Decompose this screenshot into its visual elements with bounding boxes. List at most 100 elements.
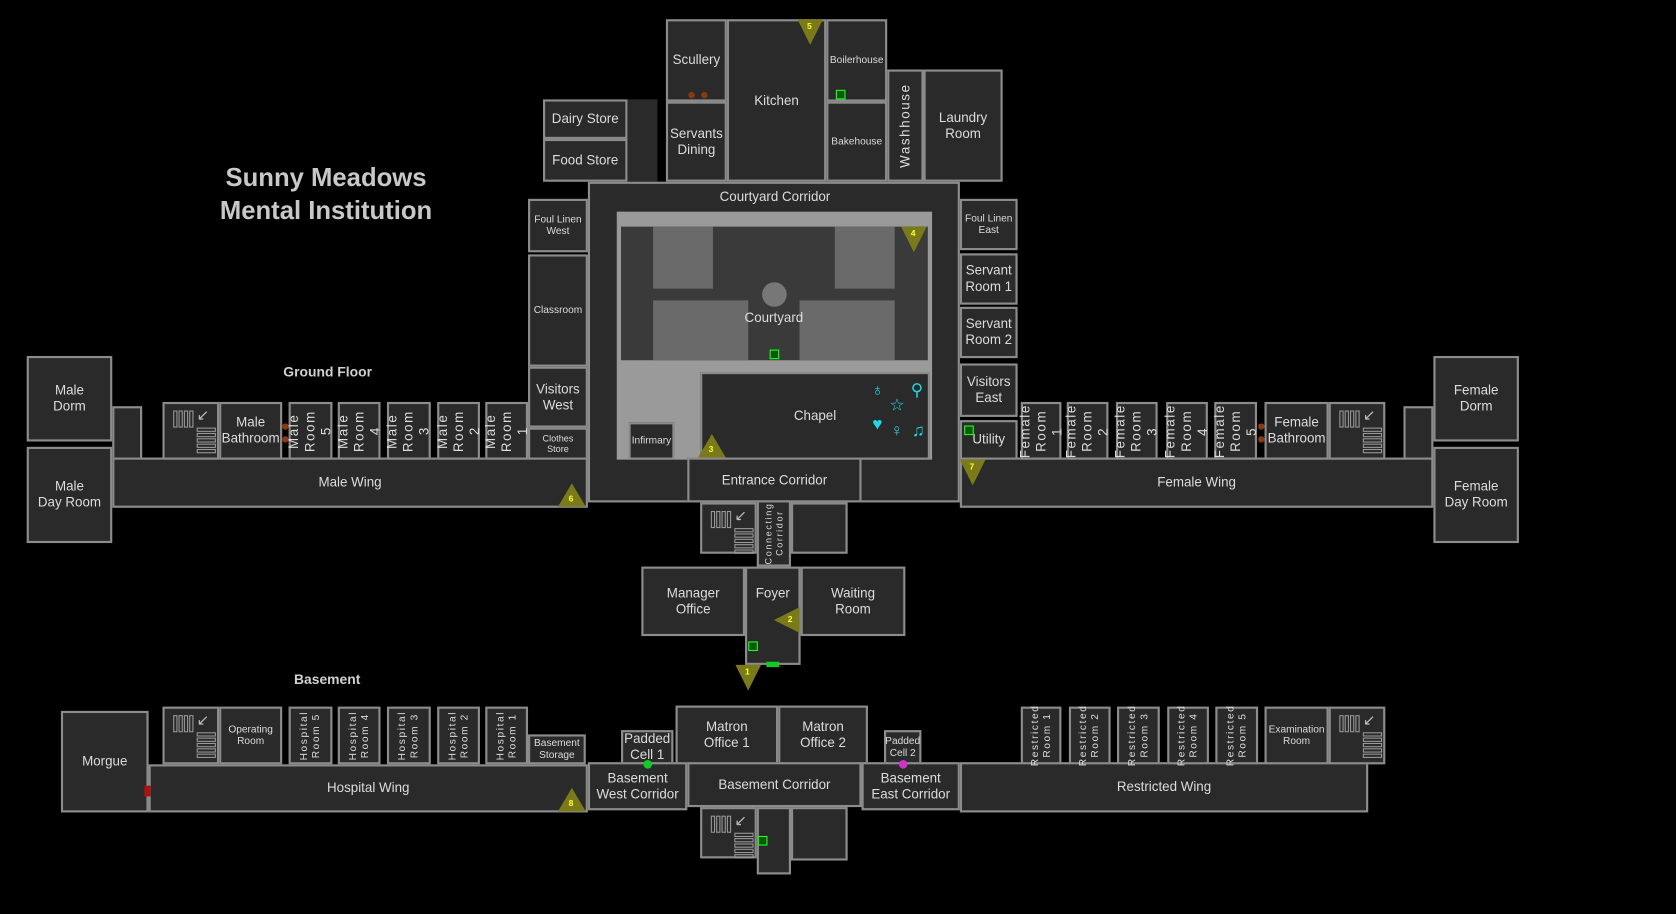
room-label: Servant Room 1: [965, 262, 1013, 294]
room-label: Hospital Room 5: [298, 710, 323, 761]
room-label: Basement Storage: [534, 737, 580, 762]
room-female-bathroom: Female Bathroom: [1264, 401, 1329, 460]
camera-2-icon[interactable]: 2: [773, 607, 800, 633]
room-label: Female Room 5: [1211, 403, 1259, 458]
room-restricted-wing: Restricted Wing: [959, 762, 1369, 813]
fuse-box-icon: [769, 349, 780, 360]
room-classroom: Classroom: [528, 254, 588, 367]
camera-7-icon[interactable]: 7: [959, 459, 986, 486]
camera-1-icon[interactable]: 1: [735, 664, 762, 691]
room-female-dorm: Female Dorm: [1433, 355, 1519, 442]
room-label: Male Room 4: [335, 409, 383, 452]
room-label: Female Dorm: [1453, 382, 1499, 414]
room-label: Restricted Wing: [1116, 779, 1212, 795]
ground-floor-label: Ground Floor: [283, 363, 373, 380]
room-basement-corridor: Basement Corridor: [687, 762, 862, 808]
male-wing-extension: [112, 406, 143, 460]
room-restricted-room-1: Restricted Room 1: [1020, 704, 1062, 767]
fuse-box-icon: [835, 89, 846, 100]
fuse-box-icon: [964, 425, 974, 436]
room-label: Connecting Corridor: [762, 502, 785, 565]
room-label: Manager Office: [666, 585, 720, 617]
room-operating-room: Operating Room: [219, 706, 283, 765]
room-label: Restricted Room 2: [1077, 704, 1102, 767]
female-stairs-icon: ↙: [1328, 401, 1386, 460]
room-label: Hospital Room 3: [396, 710, 421, 761]
room-male-room-1: Male Room 1: [482, 401, 530, 460]
room-matron-office-2: Matron Office 2: [778, 705, 868, 765]
room-label: Male Room 3: [384, 409, 432, 452]
room-foul-linen-east: Foul Linen East: [959, 198, 1018, 251]
room-female-room-1: Female Room 1: [1017, 401, 1064, 460]
room-hospital-room-2: Hospital Room 2: [437, 706, 480, 765]
room-label: Courtyard Corridor: [719, 188, 831, 204]
pentagram-icon: ☆: [889, 396, 905, 415]
room-hospital-room-4: Hospital Room 4: [337, 706, 381, 765]
voodoo-doll-icon: ♀: [890, 422, 904, 441]
stairs-arrow-icon: ↙: [1362, 406, 1376, 424]
camera-number: 3: [708, 444, 714, 455]
camera-3-icon[interactable]: 3: [697, 434, 726, 458]
room-servant-room-1: Servant Room 1: [959, 253, 1018, 305]
room-female-room-4: Female Room 4: [1163, 401, 1210, 460]
female-wing-extension: [1403, 406, 1434, 460]
camera-5-icon[interactable]: 5: [797, 19, 824, 45]
stairs-arrow-icon: ↙: [1362, 710, 1376, 728]
light-switch-icon: [1258, 423, 1265, 430]
room-restricted-room-3: Restricted Room 3: [1117, 705, 1160, 766]
camera-6-icon[interactable]: 6: [557, 483, 586, 507]
room-morgue: Morgue: [60, 710, 149, 813]
room-basement-east-corridor: Basement East Corridor: [861, 762, 960, 811]
room-label: Hospital Room 4: [346, 710, 371, 761]
room-label: Courtyard: [744, 310, 804, 325]
room-label: Female Bathroom: [1267, 414, 1326, 446]
room-label: Male Room 1: [482, 409, 530, 452]
room-scullery: Scullery: [665, 19, 727, 102]
room-label: Female Room 3: [1112, 403, 1160, 458]
camera-8-icon[interactable]: 8: [557, 787, 586, 812]
corridor-segment: [790, 502, 848, 554]
room-label: Servants Dining: [670, 125, 723, 157]
camera-number: 5: [807, 21, 812, 32]
room-female-wing: Female Wing: [959, 457, 1434, 508]
room-visitors-west: Visitors West: [528, 366, 588, 428]
room-kitchen: Kitchen: [726, 19, 827, 182]
room-label: Male Room 2: [434, 409, 482, 452]
room-male-wing: Male Wing: [112, 457, 588, 508]
room-infirmary: Infirmary: [628, 422, 675, 460]
room-label: Padded Cell 2: [885, 735, 921, 759]
room-laundry-room: Laundry Room: [923, 69, 1003, 182]
fountain-icon: [762, 282, 787, 307]
room-courtyard-corridor: Courtyard Corridor: [599, 184, 952, 210]
camera-number: 8: [568, 798, 574, 809]
room-clothes-store: Clothes Store: [528, 427, 588, 460]
camera-number: 2: [787, 614, 793, 625]
exit-door-icon: [766, 661, 780, 668]
room-label: Restricted Room 1: [1028, 704, 1053, 767]
room-hospital-wing: Hospital Wing: [148, 764, 588, 813]
room-female-room-2: Female Room 2: [1064, 401, 1111, 460]
camera-4-icon[interactable]: 4: [901, 226, 927, 253]
corridor-segment: [790, 807, 848, 861]
room-label: Food Store: [552, 152, 619, 168]
stairs-arrow-icon: ↙: [734, 811, 747, 829]
room-bakehouse: Bakehouse: [826, 101, 888, 182]
room-male-day-room: Male Day Room: [26, 446, 113, 544]
room-label: Padded Cell 1: [624, 731, 671, 763]
room-label: Scullery: [672, 52, 721, 68]
room-waiting-room: Waiting Room: [800, 566, 906, 637]
room-label: Matron Office 1: [703, 718, 750, 750]
room-male-room-5: Male Room 5: [286, 401, 334, 460]
room-label: Bakehouse: [831, 135, 883, 148]
room-connecting-corridor: Connecting Corridor: [756, 500, 791, 567]
room-male-room-3: Male Room 3: [384, 401, 432, 460]
room-male-room-4: Male Room 4: [335, 401, 383, 460]
room-label: Hospital Wing: [327, 780, 410, 796]
room-label: Basement East Corridor: [871, 770, 951, 802]
light-switch-icon: [701, 91, 708, 99]
stairs-arrow-icon: ↙: [196, 710, 210, 728]
room-label: Male Room 5: [286, 409, 334, 452]
basement-label: Basement: [293, 671, 361, 688]
ghost-orb-icon: [643, 760, 653, 769]
room-label: Infirmary: [631, 434, 672, 447]
